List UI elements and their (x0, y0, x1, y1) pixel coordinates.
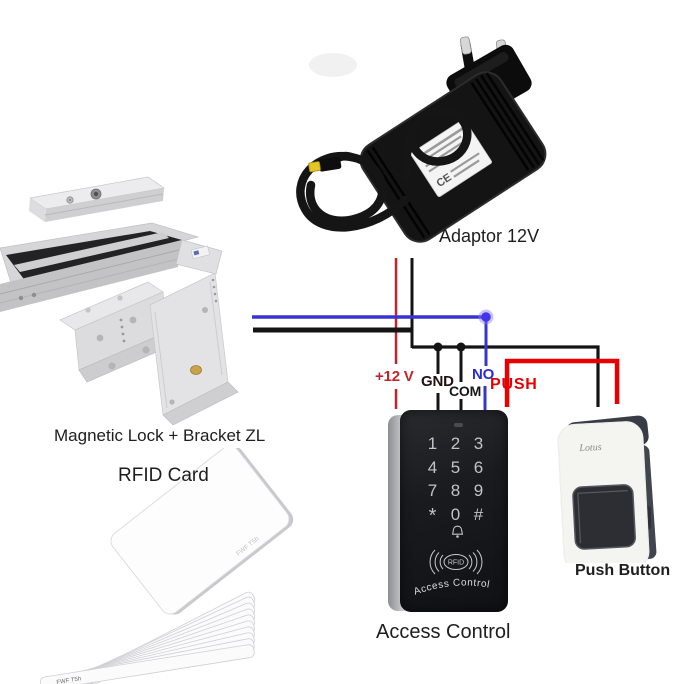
screw-dots (119, 318, 126, 343)
key-7: 7 (427, 481, 438, 500)
access-control-device: 1 2 3 4 5 6 7 8 9 * 0 # (386, 410, 508, 614)
key-8: 8 (450, 481, 461, 500)
shadow-smudge (309, 53, 357, 77)
card-fan: FWF T5h FWF T5h FWF T5h FWF T5h FWF T5h … (39, 591, 256, 684)
brand-text: Lotus (578, 442, 602, 454)
push-pad-bevel (577, 490, 628, 544)
key-9: 9 (473, 481, 484, 500)
rfid-logo-text: RFID (448, 560, 464, 567)
push-pad (572, 484, 636, 550)
device-front-face: 1 2 3 4 5 6 7 8 9 * 0 # (400, 410, 508, 612)
lock-sticker (190, 245, 211, 260)
lock-body (0, 222, 223, 312)
keypad: 1 2 3 4 5 6 7 8 9 * 0 # (421, 432, 490, 527)
z-bracket (59, 281, 176, 383)
rfid-cards-image: FWF T5h FWF T5h FWF T5h FWF T5h FWF T5h … (39, 448, 294, 684)
panel-brand-text: Access Control (412, 577, 490, 597)
rib-dots (211, 278, 218, 303)
key-star: * (428, 504, 437, 527)
key-4: 4 (427, 457, 438, 477)
armature-plate (29, 176, 165, 222)
top-card: FWF T5h (110, 448, 294, 615)
terminal-label-push: PUSH (490, 376, 538, 393)
svg-text:Access Control: Access Control (412, 577, 490, 597)
key-2: 2 (450, 434, 461, 453)
button-body: Lotus (557, 421, 650, 563)
wire-push (504, 358, 620, 407)
speaker-dot (454, 423, 463, 427)
terminal-label-com: COM (449, 383, 482, 399)
key-hash: # (473, 504, 484, 524)
magnetic-lock-label: Magnetic Lock + Bracket ZL (54, 426, 266, 445)
card-edge-text: FWF T5h (56, 676, 82, 684)
terminal-label-12v: +12 V (375, 368, 414, 385)
key-6: 6 (473, 457, 484, 477)
l-bracket (149, 272, 239, 426)
com-junction-dot (456, 342, 466, 352)
no-node-dot (481, 312, 491, 322)
rfid-logo: RFID (429, 549, 483, 575)
rfid-card-label: RFID Card (118, 465, 209, 486)
key-5: 5 (450, 457, 461, 477)
key-1: 1 (427, 434, 438, 453)
power-adaptor-image: CE (296, 36, 547, 243)
push-button-image: Lotus (557, 415, 657, 563)
grip-ribs (366, 72, 545, 239)
adaptor-label: Adaptor 12V (439, 226, 540, 246)
magnetic-lock-image (0, 176, 239, 426)
wire-common-run (412, 345, 600, 407)
key-3: 3 (473, 434, 484, 453)
access-control-label: Access Control (376, 621, 511, 643)
bell-icon (451, 525, 464, 538)
gnd-junction-dot (433, 342, 443, 352)
key-0: 0 (450, 504, 461, 524)
terminal-label-gnd: GND (421, 373, 454, 390)
terminal-label-no: NO (472, 366, 495, 383)
push-button-label: Push Button (575, 562, 671, 579)
dc-connector (308, 156, 342, 173)
